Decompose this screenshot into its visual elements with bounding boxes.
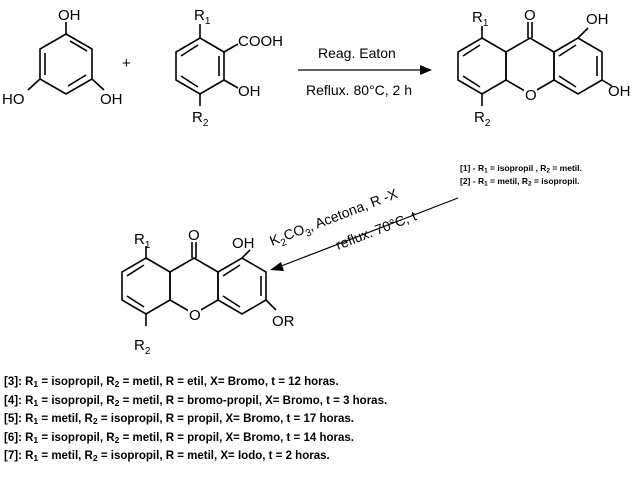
xanthone1-carbonyl-o: O bbox=[524, 7, 536, 24]
xanthone-product-2: R1 O OH O OR R2 bbox=[121, 227, 295, 357]
xanthone2-or: OR bbox=[272, 313, 295, 330]
xanthone-product-1: R1 O OH O OH R2 bbox=[457, 7, 631, 129]
xanthone2-r1: R1 bbox=[134, 231, 151, 251]
phloroglucinol-oh-left: HO bbox=[2, 91, 25, 108]
reaction1-reagent: Reag. Eaton bbox=[318, 45, 396, 61]
salicylic-acid-structure: R1 COOH OH R2 bbox=[175, 7, 283, 129]
product-note-2: [2] - R1 = metil, R2 = isopropil. bbox=[460, 176, 580, 188]
acid-r2: R2 bbox=[192, 109, 209, 129]
xanthone1-oh-1: OH bbox=[586, 11, 609, 28]
acid-cooh: COOH bbox=[238, 33, 283, 50]
xanthone1-ring-o: O bbox=[525, 87, 537, 104]
xanthone1-r1: R1 bbox=[472, 9, 489, 29]
reaction-arrow-2: K2CO3, Acetona, R -X reflux. 70°C, t bbox=[267, 185, 459, 271]
derivative-row-6: [6]: R1 = isopropil, R2 = metil, R = pro… bbox=[4, 431, 354, 445]
derivative-list: [3]: R1 = isopropil, R2 = metil, R = eti… bbox=[4, 373, 387, 466]
acid-r1: R1 bbox=[194, 7, 211, 27]
product-notes: [1] - R1 = isopropil , R2 = metil. [2] -… bbox=[460, 162, 582, 188]
xanthone2-carbonyl-o: O bbox=[188, 227, 200, 244]
phloroglucinol-oh-right: OH bbox=[100, 91, 123, 108]
reaction1-conditions: Reflux. 80°C, 2 h bbox=[306, 82, 412, 98]
derivative-row-4: [4]: R1 = isopropil, R2 = metil, R = bro… bbox=[4, 394, 388, 408]
derivative-row-5: [5]: R1 = metil, R2 = isopropil, R = pro… bbox=[4, 413, 354, 427]
xanthone1-r2: R2 bbox=[474, 109, 491, 129]
derivative-row-3: [3]: R1 = isopropil, R2 = metil, R = eti… bbox=[4, 376, 339, 390]
derivative-row-7: [7]: R1 = metil, R2 = isopropil, R = met… bbox=[4, 450, 330, 464]
xanthone2-oh-1: OH bbox=[232, 235, 255, 252]
plus-sign: + bbox=[122, 55, 131, 72]
phloroglucinol-oh-top: OH bbox=[58, 7, 81, 24]
xanthone2-r2: R2 bbox=[134, 337, 151, 357]
product-note-1: [1] - R1 = isopropil , R2 = metil. bbox=[460, 163, 582, 175]
xanthone2-ring-o: O bbox=[189, 307, 201, 324]
acid-oh: OH bbox=[238, 83, 261, 100]
phloroglucinol-structure: OH HO OH bbox=[2, 7, 123, 108]
xanthone1-oh-3: OH bbox=[608, 83, 631, 100]
reaction-arrow-1: Reag. Eaton Reflux. 80°C, 2 h bbox=[298, 45, 432, 98]
